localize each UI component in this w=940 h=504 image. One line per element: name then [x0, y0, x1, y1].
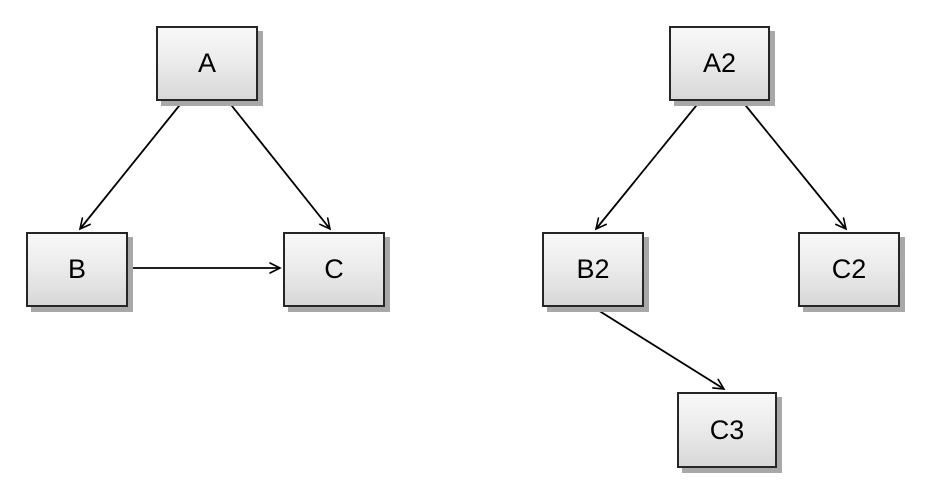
edge-A2-to-B2: [594, 100, 701, 231]
node-A2[interactable]: A2: [669, 26, 770, 101]
edge-A-to-B: [78, 100, 184, 231]
node-C3[interactable]: C3: [677, 392, 777, 468]
node-A[interactable]: A: [156, 26, 258, 101]
node-B[interactable]: B: [26, 232, 128, 307]
node-label-A: A: [197, 48, 216, 78]
node-C[interactable]: C: [283, 232, 385, 307]
edge-A2-to-C2: [741, 100, 848, 231]
node-C2[interactable]: C2: [798, 232, 900, 307]
node-label-B: B: [67, 254, 86, 284]
node-label-A2: A2: [702, 48, 737, 78]
edge-A-to-C: [227, 100, 332, 231]
node-label-C2: C2: [831, 254, 867, 284]
node-label-B2: B2: [576, 254, 610, 284]
node-label-C3: C3: [709, 414, 745, 445]
edge-B2-to-C3: [592, 306, 726, 390]
node-B2[interactable]: B2: [542, 232, 644, 307]
node-label-C: C: [324, 254, 344, 284]
